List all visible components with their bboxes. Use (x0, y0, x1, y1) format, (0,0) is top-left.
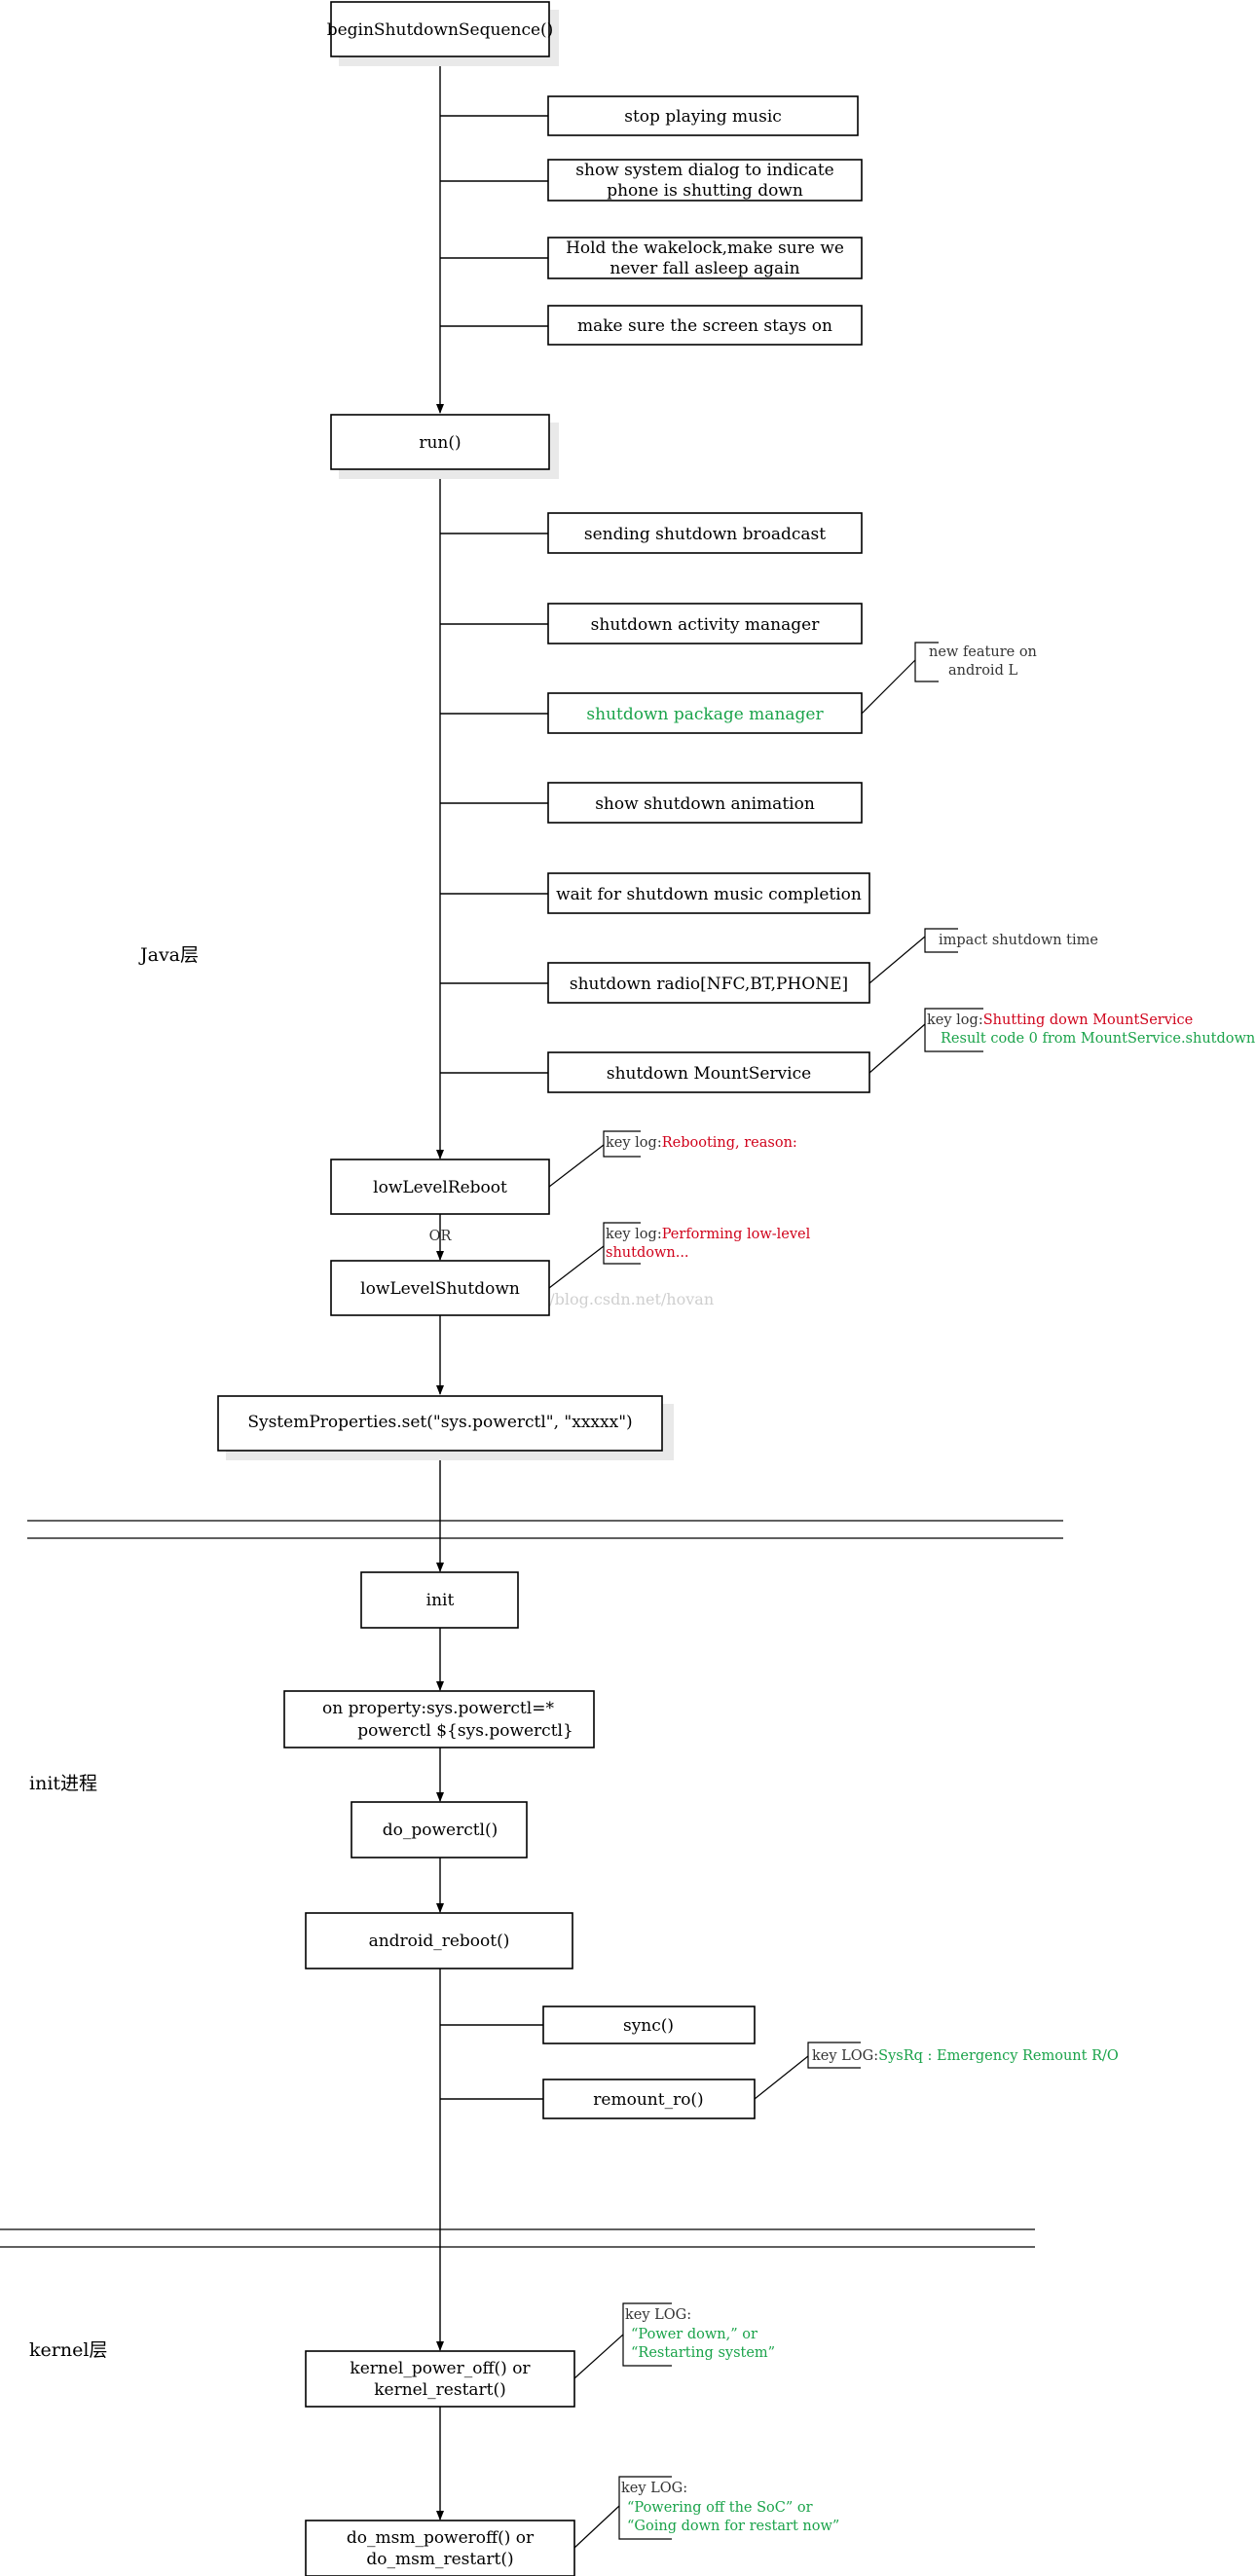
node-sync: sync() (542, 2006, 756, 2044)
node-do-msm-poweroff: do_msm_poweroff() or do_msm_restart() (305, 2520, 575, 2576)
watermark-text: http://blog.csdn.net/hovan (506, 1290, 714, 1308)
note-mountservice-key-log: key log:Shutting down MountService Resul… (868, 1008, 1255, 1074)
note-msm-prefix: key LOG: (621, 2481, 687, 2496)
node-low-shutdown-label: lowLevelShutdown (360, 1279, 520, 1299)
note-mount-red: Shutting down MountService (983, 1012, 1194, 1028)
node-on-prop-label-1: on property:sys.powerctl=* (322, 1699, 554, 1718)
note-lowshut-red-2: shutdown... (606, 1245, 689, 1261)
node-remount-label: remount_ro() (593, 2090, 703, 2110)
note-msm-green-1: “Powering off the SoC” or (627, 2500, 813, 2516)
note-remount-green: SysRq : Emergency Remount R/O (878, 2048, 1119, 2064)
node-radio-label: shutdown radio[NFC,BT,PHONE] (570, 975, 848, 994)
node-on-prop-label-2: powerctl ${sys.powerctl} (357, 1721, 573, 1741)
note-reboot-key-log: key log:Rebooting, reason: (548, 1130, 797, 1188)
node-hold-wakelock: Hold the wakelock,make sure we never fal… (547, 237, 863, 279)
note-remount-key-log: key LOG:SysRq : Emergency Remount R/O (754, 2042, 1119, 2100)
svg-text:key log:Performing low-level: key log:Performing low-level (606, 1227, 811, 1242)
layer-label-java: Java层 (138, 944, 199, 966)
node-run: run() (330, 414, 559, 479)
note-new-feature: new feature on android L (861, 642, 1037, 715)
node-shutdown-package-manager: shutdown package manager (547, 692, 863, 734)
node-begin-label: beginShutdownSequence() (327, 20, 554, 40)
note-reboot-red: Rebooting, reason: (662, 1135, 797, 1151)
svg-text:key LOG:SysRq : Emergency Remo: key LOG:SysRq : Emergency Remount R/O (812, 2048, 1119, 2064)
note-lowshut-prefix: key log: (606, 1227, 662, 1242)
or-label: OR (429, 1229, 453, 1244)
note-impact-text: impact shutdown time (939, 933, 1098, 948)
node-activity-mgr-label: shutdown activity manager (591, 615, 821, 635)
node-mount-label: shutdown MountService (607, 1064, 811, 1084)
note-reboot-prefix: key log: (606, 1135, 662, 1151)
node-sysprops-label: SystemProperties.set("sys.powerctl", "xx… (247, 1413, 632, 1432)
node-stop-music-label: stop playing music (624, 107, 782, 127)
note-mount-prefix: key log: (927, 1012, 983, 1028)
node-show-shutdown-animation: show shutdown animation (547, 782, 863, 824)
node-shutdown-activity-manager: shutdown activity manager (547, 603, 863, 644)
node-init-label: init (426, 1591, 455, 1610)
node-animation-label: show shutdown animation (595, 794, 815, 814)
layer-label-init: init进程 (29, 1773, 97, 1794)
node-screen-stays-on: make sure the screen stays on (547, 305, 863, 346)
node-screen-on-label: make sure the screen stays on (577, 316, 832, 336)
node-android-reboot-label: android_reboot() (369, 1932, 510, 1951)
node-wakelock-label-2: never fall asleep again (610, 259, 799, 278)
note-impact-shutdown-time: impact shutdown time (868, 928, 1098, 984)
node-low-level-reboot: lowLevelReboot (330, 1159, 550, 1215)
note-mount-green: Result code 0 from MountService.shutdown (941, 1031, 1255, 1047)
note-kernel-prefix: key LOG: (625, 2307, 691, 2323)
node-msm-label-2: do_msm_restart() (366, 2550, 513, 2569)
node-init: init (360, 1571, 519, 1629)
note-remount-prefix: key LOG: (812, 2048, 878, 2064)
node-shutdown-radio: shutdown radio[NFC,BT,PHONE] (547, 962, 870, 1004)
note-low-shutdown-key-log: key log:Performing low-level shutdown... (548, 1222, 811, 1289)
node-package-mgr-label: shutdown package manager (586, 705, 824, 724)
note-kernel-green-2: “Restarting system” (631, 2345, 775, 2361)
node-system-properties-set: SystemProperties.set("sys.powerctl", "xx… (217, 1395, 674, 1460)
node-run-label: run() (419, 433, 461, 453)
node-kernel-power-off: kernel_power_off() or kernel_restart() (305, 2350, 575, 2408)
node-sending-shutdown-broadcast: sending shutdown broadcast (547, 512, 863, 554)
layer-label-kernel: kernel层 (29, 2339, 107, 2361)
node-msm-label-1: do_msm_poweroff() or (347, 2528, 535, 2548)
node-low-level-shutdown: lowLevelShutdown (330, 1260, 550, 1316)
node-broadcast-label: sending shutdown broadcast (584, 525, 826, 544)
note-msm-key-log: key LOG: “Powering off the SoC” or “Goin… (573, 2476, 839, 2549)
note-new-feature-line-2: android L (948, 663, 1017, 679)
note-msm-green-2: “Going down for restart now” (627, 2519, 839, 2534)
note-kernel-green-1: “Power down,” or (631, 2327, 757, 2342)
note-kernel-key-log: key LOG: “Power down,” or “Restarting sy… (573, 2302, 775, 2379)
node-begin-shutdown-sequence: beginShutdownSequence() (327, 1, 559, 66)
node-low-reboot-label: lowLevelReboot (373, 1178, 507, 1197)
svg-text:key log:Shutting down MountSer: key log:Shutting down MountService (927, 1012, 1193, 1028)
node-dialog-label-2: phone is shutting down (607, 181, 803, 201)
node-on-property: on property:sys.powerctl=* powerctl ${sy… (283, 1690, 595, 1748)
node-shutdown-mountservice: shutdown MountService (547, 1051, 870, 1093)
node-remount-ro: remount_ro() (542, 2079, 756, 2119)
node-sync-label: sync() (623, 2016, 674, 2036)
svg-text:key log:Rebooting, reason:: key log:Rebooting, reason: (606, 1135, 797, 1151)
note-lowshut-red-1: Performing low-level (662, 1227, 811, 1242)
node-wakelock-label-1: Hold the wakelock,make sure we (566, 239, 844, 258)
node-show-system-dialog: show system dialog to indicate phone is … (547, 159, 863, 202)
node-android-reboot: android_reboot() (305, 1912, 573, 1969)
node-do-powerctl-label: do_powerctl() (383, 1821, 499, 1840)
node-wait-shutdown-music: wait for shutdown music completion (547, 872, 870, 914)
node-dialog-label-1: show system dialog to indicate (575, 161, 833, 180)
node-wait-music-label: wait for shutdown music completion (556, 885, 862, 904)
node-kernel-label-1: kernel_power_off() or (350, 2359, 531, 2378)
note-new-feature-line-1: new feature on (929, 644, 1037, 660)
node-stop-playing-music: stop playing music (547, 95, 859, 136)
node-kernel-label-2: kernel_restart() (374, 2380, 506, 2400)
node-do-powerctl: do_powerctl() (351, 1801, 528, 1858)
